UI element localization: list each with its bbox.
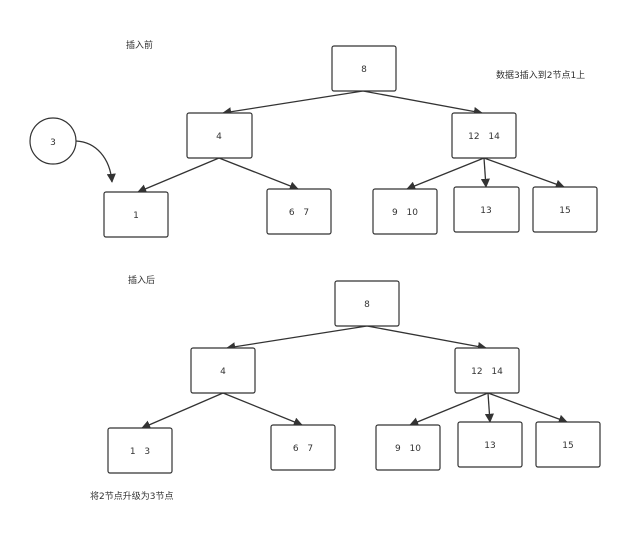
node-label: 15: [562, 441, 573, 451]
after-node-leaf-6-7: 6 7: [270, 424, 336, 471]
before-node-leaf-9-10: 9 10: [372, 188, 438, 235]
node-label: 12 14: [471, 367, 503, 377]
after-edges: [141, 325, 568, 429]
caption-insert-note: 数据3插入到2节点1上: [496, 69, 585, 81]
before-node-leaf-15: 15: [532, 186, 598, 233]
after-node-leaf-1-3: 1 3: [107, 427, 173, 474]
edge-left-child2: [218, 157, 299, 191]
after-node-left: 4: [190, 347, 256, 394]
before-node-leaf-1: 1: [103, 191, 169, 238]
insert-value-circle: 3: [29, 117, 77, 165]
caption-before: 插入前: [126, 39, 153, 51]
after-node-leaf-9-10: 9 10: [375, 424, 441, 471]
before-node-leaf-13: 13: [453, 186, 520, 233]
node-label: 8: [364, 300, 370, 310]
before-node-leaf-6-7: 6 7: [266, 188, 332, 235]
node-label: 13: [480, 206, 491, 216]
node-label: 9 10: [392, 208, 418, 218]
insert-value-label: 3: [50, 138, 56, 148]
before-edges: [75, 90, 565, 194]
insert-arrow: [75, 140, 116, 183]
node-label: 15: [559, 206, 570, 216]
node-label: 1: [133, 211, 139, 221]
edge-root-left: [222, 90, 364, 117]
edge-right-child1: [406, 157, 485, 191]
edge-right-child2: [484, 392, 494, 423]
edge-right-child3: [483, 157, 565, 189]
after-node-root: 8: [334, 280, 400, 327]
after-node-leaf-15: 15: [535, 421, 601, 468]
edge-left-child1: [141, 392, 224, 429]
caption-after: 插入后: [128, 274, 155, 286]
node-label: 4: [220, 367, 226, 377]
edge-left-child1: [137, 157, 220, 194]
after-node-right: 12 14: [454, 347, 520, 394]
node-label: 13: [484, 441, 495, 451]
node-label: 1 3: [130, 447, 150, 457]
node-label: 6 7: [289, 208, 309, 218]
edge-right-child3: [487, 392, 568, 424]
node-label: 12 14: [468, 132, 500, 142]
edge-right-child1: [409, 392, 489, 427]
before-node-root: 8: [331, 45, 397, 92]
edge-root-right: [366, 325, 487, 351]
edge-root-right: [362, 90, 483, 116]
before-node-left: 4: [186, 112, 253, 159]
caption-upgrade-note: 将2节点升级为3节点: [90, 490, 173, 502]
node-label: 9 10: [395, 444, 421, 454]
edge-right-child2: [480, 157, 490, 188]
edge-root-left: [226, 325, 368, 352]
edge-left-child2: [222, 392, 303, 427]
node-label: 6 7: [293, 444, 313, 454]
node-label: 8: [361, 65, 367, 75]
node-label: 4: [216, 132, 222, 142]
after-node-leaf-13: 13: [457, 421, 523, 468]
before-node-right: 12 14: [451, 112, 517, 159]
